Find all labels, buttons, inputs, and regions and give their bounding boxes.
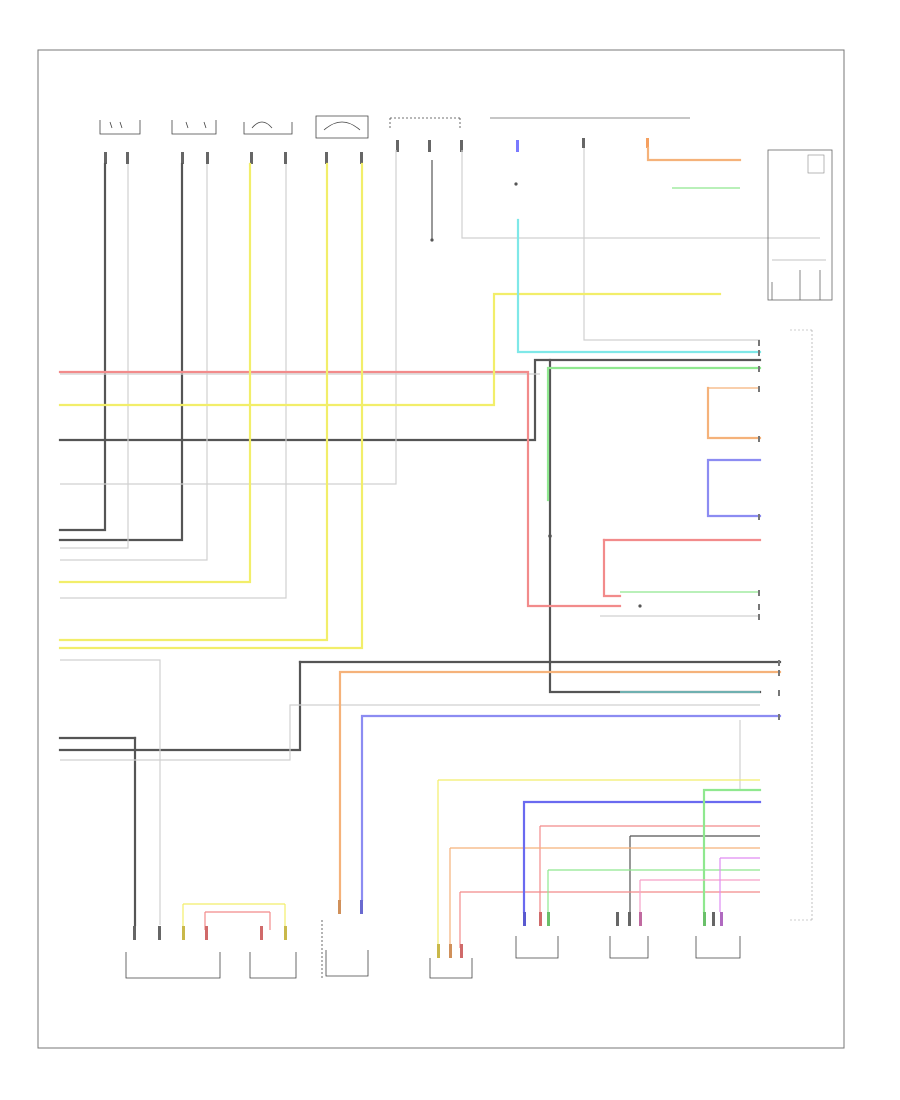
wire-set-orange: [338, 146, 782, 948]
right-connector-pins: [758, 340, 780, 720]
wire-set-green: [546, 187, 762, 914]
wire-set-gray: [60, 148, 820, 925]
top-connector-pins: [104, 138, 649, 164]
wire-set-dark: [58, 160, 782, 927]
diagram-frame: [37, 49, 845, 1049]
bottom-connector-pins: [133, 900, 723, 958]
wire-set-blue: [360, 458, 782, 914]
wire-set-pink: [639, 857, 760, 912]
junction-points: [430, 182, 642, 608]
wire-set-red: [58, 370, 762, 948]
right-module-outline: [767, 149, 833, 921]
top-left-sensors: [99, 115, 461, 139]
bottom-sensors: [125, 920, 741, 980]
wire-set-yellow: [58, 162, 760, 948]
wire-set-cyan: [516, 218, 762, 693]
